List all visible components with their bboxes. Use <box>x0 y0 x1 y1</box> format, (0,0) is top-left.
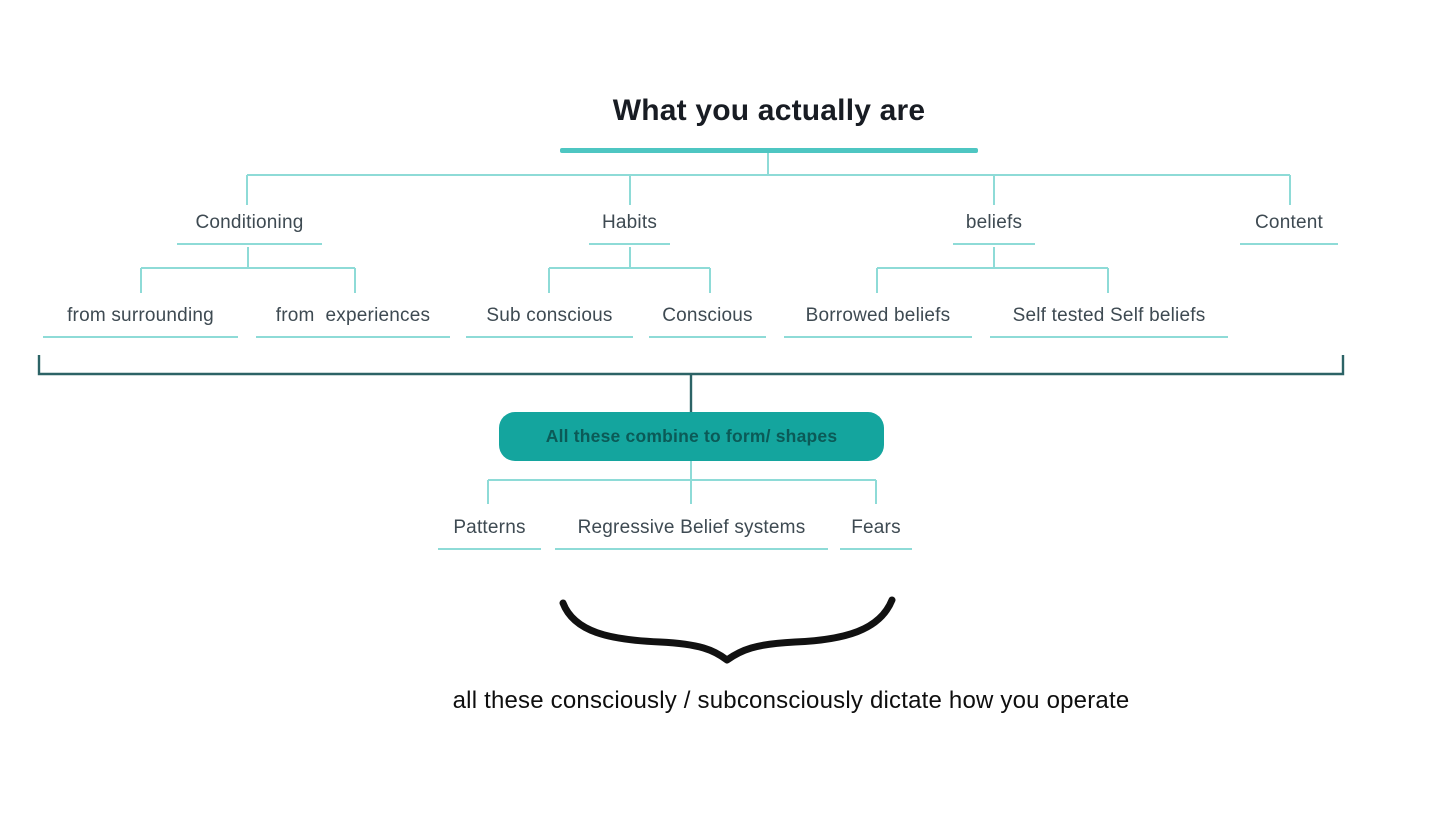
node-borrowed-beliefs: Borrowed beliefs <box>784 303 972 338</box>
node-habits: Habits <box>589 210 670 245</box>
node-sub-conscious-underline <box>466 336 633 338</box>
curly-brace <box>559 596 896 664</box>
node-from-surrounding-label: from surrounding <box>67 305 214 326</box>
node-fears: Fears <box>840 515 912 550</box>
node-fears-label: Fears <box>851 517 901 538</box>
node-habits-underline <box>589 243 670 245</box>
conditioning-subtree-line <box>140 247 356 293</box>
node-regressive-belief-systems-label: Regressive Belief systems <box>577 517 806 538</box>
combine-box-label: All these combine to form/ shapes <box>545 426 838 446</box>
node-self-tested-beliefs-label: Self tested Self beliefs <box>1012 305 1206 326</box>
node-beliefs: beliefs <box>953 210 1035 245</box>
node-content: Content <box>1240 210 1338 245</box>
node-conscious: Conscious <box>649 303 766 338</box>
node-conditioning-label: Conditioning <box>195 212 304 233</box>
node-borrowed-beliefs-label: Borrowed beliefs <box>805 305 951 326</box>
node-conditioning: Conditioning <box>177 210 322 245</box>
node-beliefs-label: beliefs <box>965 212 1023 233</box>
node-sub-conscious: Sub conscious <box>466 303 633 338</box>
node-regressive-belief-systems-underline <box>555 548 828 550</box>
node-fears-underline <box>840 548 912 550</box>
collector-bracket <box>37 355 1345 376</box>
node-conscious-label: Conscious <box>662 305 753 326</box>
node-patterns: Patterns <box>438 515 541 550</box>
node-from-experiences: from experiences <box>256 303 450 338</box>
node-regressive-belief-systems: Regressive Belief systems <box>555 515 828 550</box>
node-habits-label: Habits <box>601 212 658 233</box>
node-from-experiences-label: from experiences <box>275 305 431 326</box>
beliefs-subtree-line <box>876 247 1109 293</box>
node-from-surrounding-underline <box>43 336 238 338</box>
node-conditioning-underline <box>177 243 322 245</box>
node-content-label: Content <box>1255 212 1323 233</box>
node-borrowed-beliefs-underline <box>784 336 972 338</box>
node-content-underline <box>1240 243 1338 245</box>
bottom-caption: all these consciously / subconsciously d… <box>452 687 1130 714</box>
node-self-tested-beliefs: Self tested Self beliefs <box>990 303 1228 338</box>
title-underline <box>560 148 978 153</box>
habits-subtree-line <box>548 247 711 293</box>
page-title: What you actually are <box>612 94 926 127</box>
combine-subtree-line <box>487 461 877 504</box>
node-beliefs-underline <box>953 243 1035 245</box>
node-from-experiences-underline <box>256 336 450 338</box>
node-sub-conscious-label: Sub conscious <box>486 305 613 326</box>
node-patterns-underline <box>438 548 541 550</box>
node-self-tested-beliefs-underline <box>990 336 1228 338</box>
node-patterns-label: Patterns <box>453 517 526 538</box>
node-conscious-underline <box>649 336 766 338</box>
node-from-surrounding: from surrounding <box>43 303 238 338</box>
combine-box: All these combine to form/ shapes <box>499 412 884 461</box>
